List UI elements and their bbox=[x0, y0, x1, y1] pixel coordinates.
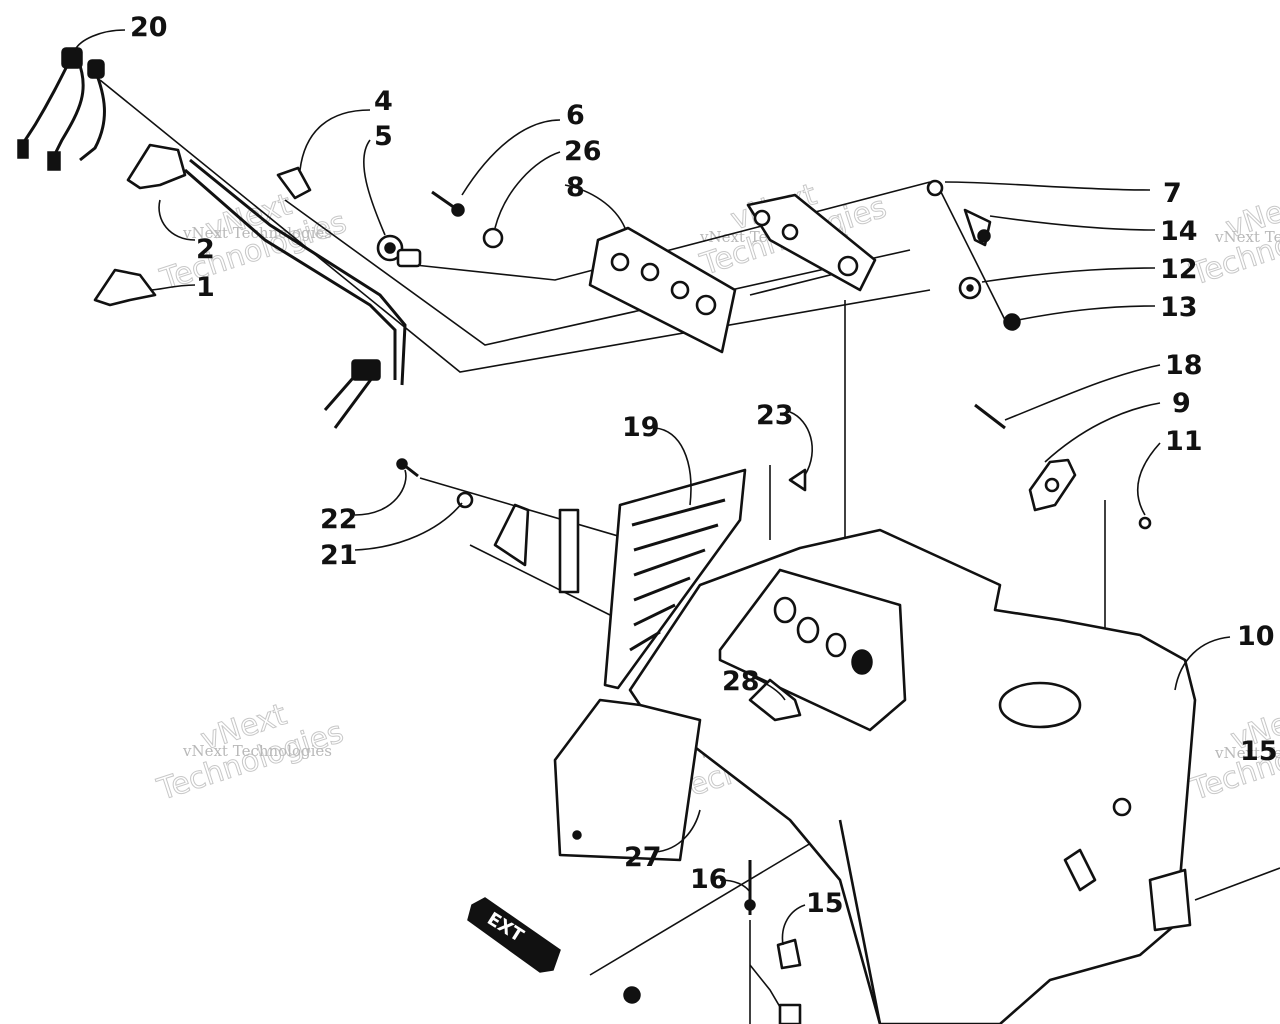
callout-4: 4 bbox=[374, 86, 393, 117]
callout-9: 9 bbox=[1172, 388, 1191, 419]
callout-13: 13 bbox=[1160, 292, 1198, 323]
callout-11: 11 bbox=[1165, 426, 1203, 457]
nut-part-7 bbox=[926, 179, 944, 197]
switch-part-14 bbox=[963, 208, 992, 247]
callout-28: 28 bbox=[722, 666, 760, 697]
clip-part-23 bbox=[788, 468, 807, 492]
washer-part-26 bbox=[482, 227, 504, 249]
callout-26: 26 bbox=[564, 136, 602, 167]
watermark-bottom-left: Technologies vNext vNext Technologies bbox=[152, 697, 348, 809]
callout-5: 5 bbox=[374, 121, 393, 152]
callout-16: 16 bbox=[690, 864, 728, 895]
callout-15: 15 bbox=[806, 888, 844, 919]
callout-22: 22 bbox=[320, 504, 358, 535]
throttle-lever-part-2 bbox=[126, 143, 407, 386]
callout-14: 14 bbox=[1160, 216, 1198, 247]
washer-part-11 bbox=[1138, 516, 1152, 530]
callout-21: 21 bbox=[320, 540, 358, 571]
callout-23: 23 bbox=[756, 400, 794, 431]
wiring-harness-part-20 bbox=[17, 47, 106, 171]
nut-part-13 bbox=[1003, 313, 1021, 331]
callout-12: 12 bbox=[1160, 254, 1198, 285]
screw-part-22 bbox=[396, 458, 419, 478]
callout-8: 8 bbox=[566, 172, 585, 203]
callout-18: 18 bbox=[1165, 350, 1203, 381]
emblem: EXT bbox=[467, 897, 561, 973]
gasket-part-9 bbox=[1028, 458, 1077, 512]
plug-part-5 bbox=[376, 234, 422, 268]
svg-text:vNext Technologies: vNext Technologies bbox=[182, 742, 332, 760]
hood-body-part-10 bbox=[553, 528, 1197, 1024]
bracket-clip bbox=[493, 503, 580, 594]
rivet-part-16 bbox=[744, 860, 756, 915]
callout-1: 1 bbox=[196, 272, 215, 303]
callout-10: 10 bbox=[1237, 621, 1275, 652]
callout-7: 7 bbox=[1163, 178, 1182, 209]
callout-15-right: 15 bbox=[1240, 736, 1278, 767]
watermark-top-right: Technologies vNext vNext Technologies bbox=[1185, 185, 1280, 294]
throttle-lever-part-1 bbox=[93, 268, 157, 307]
clip-part-15 bbox=[776, 938, 802, 1024]
leader-lines bbox=[74, 29, 1231, 946]
nut-part-bottom bbox=[623, 986, 641, 1004]
vent-grille-part-19 bbox=[603, 468, 747, 690]
bezel-plate-part-8 bbox=[588, 226, 737, 354]
svg-text:vNext Technologies: vNext Technologies bbox=[1214, 228, 1280, 246]
callout-20: 20 bbox=[130, 12, 168, 43]
callout-labels: 20 2 1 4 5 6 26 8 7 14 12 13 18 9 11 19 … bbox=[130, 12, 1278, 919]
screw-part-6 bbox=[431, 190, 465, 217]
callout-6: 6 bbox=[566, 100, 585, 131]
callout-2: 2 bbox=[196, 234, 215, 265]
callout-19: 19 bbox=[622, 412, 660, 443]
switch-part-4 bbox=[276, 166, 312, 200]
brake-cable-ends bbox=[323, 359, 381, 429]
pin-part-18 bbox=[974, 403, 1006, 430]
svg-text:vNext Technologies: vNext Technologies bbox=[1214, 744, 1280, 762]
dash-bracket bbox=[746, 193, 877, 292]
callout-27: 27 bbox=[624, 842, 662, 873]
washer-part-12 bbox=[958, 276, 982, 300]
